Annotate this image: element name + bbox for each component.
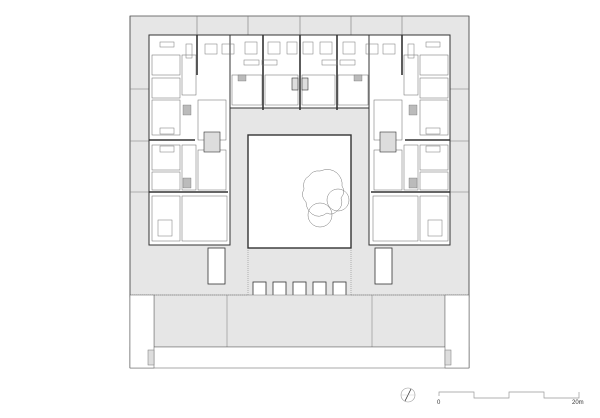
scale-bar bbox=[438, 391, 580, 399]
scale-end-label: 20m bbox=[572, 400, 584, 406]
north-arrow-icon bbox=[400, 387, 416, 403]
building bbox=[148, 34, 451, 246]
scale-start-label: 0 bbox=[437, 400, 441, 406]
courtyard bbox=[247, 134, 352, 249]
stair-core bbox=[203, 77, 397, 153]
lower-plaza bbox=[129, 248, 470, 369]
